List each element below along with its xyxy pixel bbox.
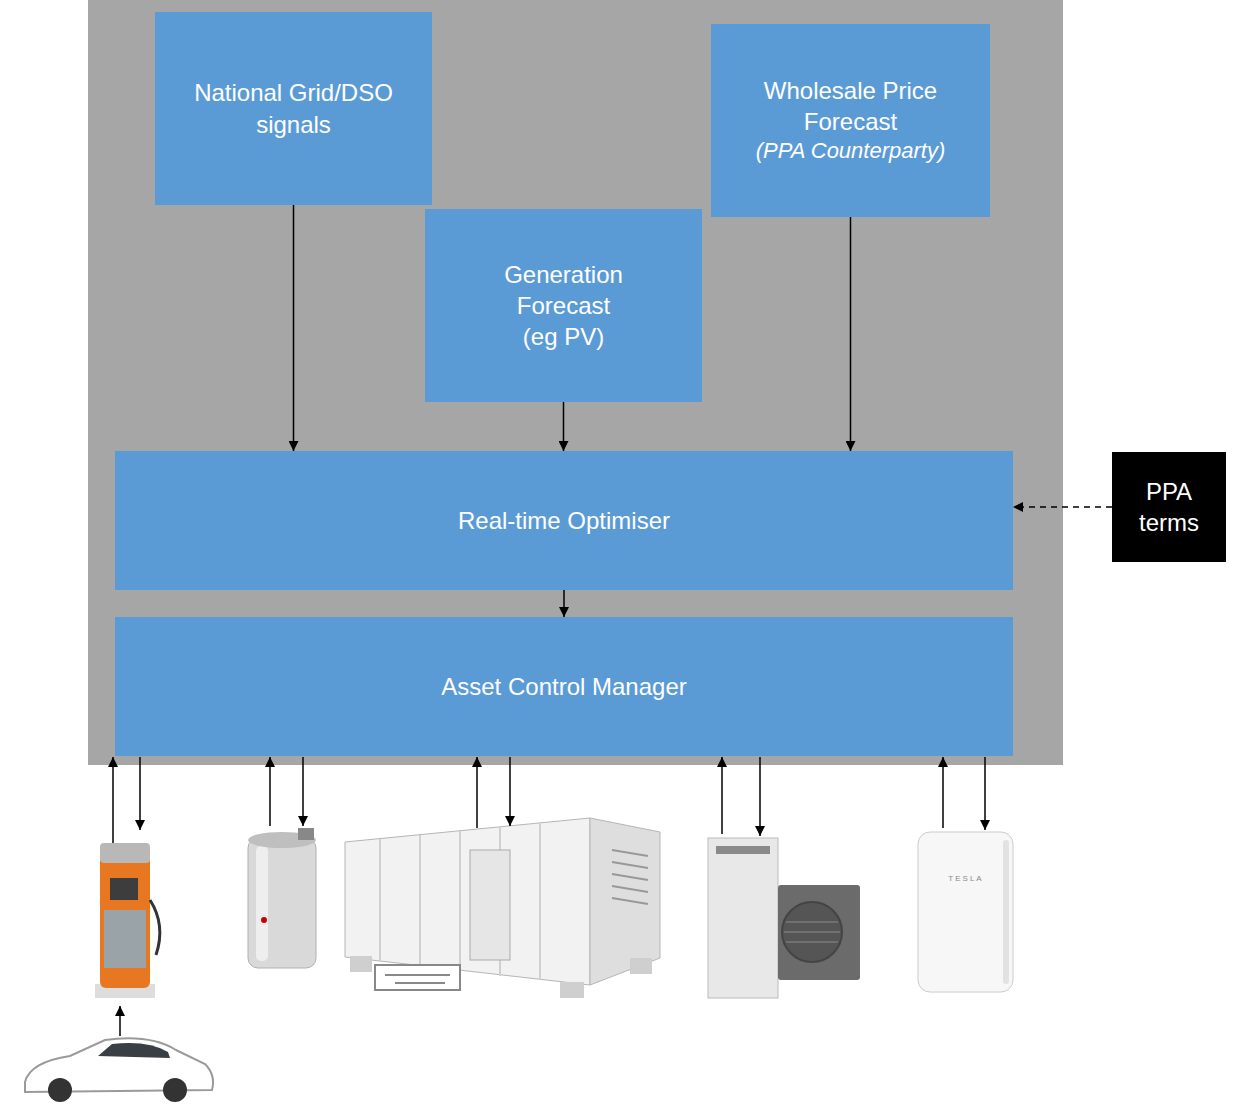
box-title: Generation Forecast (eg PV) — [500, 259, 628, 353]
heat-pump-indoor — [708, 838, 778, 998]
status-arrow — [269, 757, 271, 826]
control-arrow — [759, 757, 761, 836]
container-side — [345, 818, 590, 985]
status-arrow — [721, 757, 723, 834]
car-charge-arrow — [119, 1006, 121, 1036]
box-title: National Grid/DSO signals — [169, 77, 418, 139]
home-battery-edge — [1003, 840, 1009, 984]
cylinder-highlight — [256, 846, 268, 961]
contract-box: PPA terms — [1112, 452, 1226, 562]
container-block — [560, 982, 584, 998]
flow-arrow — [293, 205, 295, 451]
heat-pump-outdoor — [778, 885, 860, 980]
box-title: Real-time Optimiser — [458, 505, 670, 536]
control-band: Asset Control Manager — [115, 617, 1013, 756]
car-window — [98, 1043, 170, 1058]
cylinder-valve — [298, 828, 314, 840]
box-title: Wholesale Price Forecast — [725, 75, 976, 137]
charger-cable — [150, 900, 160, 955]
container-block — [630, 958, 652, 974]
heat-pump-display — [716, 846, 770, 854]
container-block — [350, 956, 372, 972]
control-arrow — [509, 757, 511, 826]
cylinder-body — [248, 838, 316, 968]
optimiser-band: Real-time Optimiser — [115, 451, 1013, 590]
charger-body — [100, 848, 150, 988]
heat-pump-fan — [782, 902, 842, 962]
signal-box: National Grid/DSO signals — [155, 12, 432, 205]
box-title: PPA terms — [1126, 476, 1212, 538]
cylinder-indicator — [261, 917, 267, 923]
flow-arrow — [850, 217, 852, 451]
container-stairs — [375, 965, 460, 990]
charger-panel — [104, 910, 146, 968]
forecast-box: Generation Forecast (eg PV) — [425, 209, 702, 402]
container-door — [470, 850, 510, 960]
box-title: Asset Control Manager — [441, 671, 686, 702]
flow-arrow — [563, 402, 565, 451]
charger-top — [100, 843, 150, 863]
car-wheel — [48, 1078, 72, 1102]
dashed-arrow — [1013, 506, 1112, 508]
charger-screen — [110, 878, 138, 900]
status-arrow — [476, 757, 478, 828]
box-subtitle: (PPA Counterparty) — [756, 137, 946, 166]
control-arrow — [302, 757, 304, 826]
control-arrow — [139, 757, 141, 830]
brand-mark: TESLA — [936, 874, 996, 883]
platform-panel — [88, 0, 1063, 765]
home-battery — [918, 832, 1013, 992]
container-ribs — [380, 823, 540, 980]
status-arrow — [112, 757, 114, 843]
heat-pump-grille — [784, 922, 840, 942]
car-wheel — [163, 1078, 187, 1102]
status-arrow — [942, 757, 944, 828]
container-vent — [612, 850, 648, 904]
flow-arrow — [563, 590, 565, 617]
forecast-box: Wholesale Price Forecast(PPA Counterpart… — [711, 24, 990, 217]
container-end — [590, 818, 660, 985]
control-arrow — [984, 757, 986, 830]
